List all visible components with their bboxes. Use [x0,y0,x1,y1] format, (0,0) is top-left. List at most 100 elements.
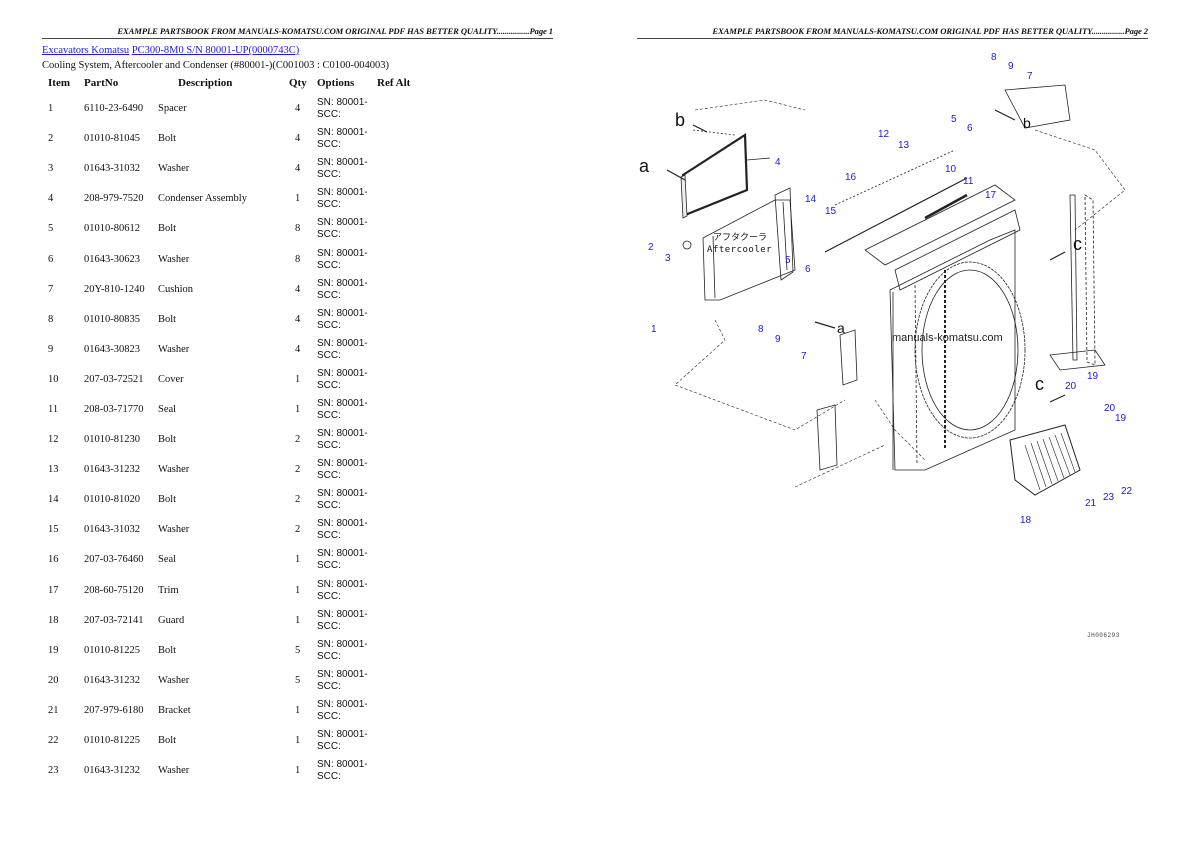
cell-qty: 5 [295,644,301,656]
cell-ref-alt [377,576,427,606]
cell-description: Washer [158,464,190,476]
cell-qty: 5 [295,674,301,686]
options-serial: SN: 80001- [317,638,368,650]
cell-partno: 01643-31232 [84,674,140,686]
options-scc: SCC: [317,771,341,783]
cell-partno: 01010-81225 [84,644,140,656]
cell-partno: 01643-31032 [84,163,140,175]
cell-description: Bolt [158,494,177,506]
cell-qty: 2 [295,524,301,536]
parts-table: Item PartNo Description Qty Options Ref … [42,76,427,786]
cell-item: 20 [48,674,59,686]
condenser-assembly-drawing [680,129,771,219]
options-scc: SCC: [317,560,341,572]
options-serial: SN: 80001- [317,217,368,229]
options-serial: SN: 80001- [317,578,368,590]
cell-item: 1 [48,103,54,115]
cell-item: 15 [48,524,59,536]
options-scc: SCC: [317,139,341,151]
cell-ref-alt [377,606,427,636]
svg-text:22: 22 [1121,486,1133,497]
cell-qty: 1 [295,765,301,777]
cell-options: SN: 80001-SCC: [317,124,377,154]
cell-options: SN: 80001-SCC: [317,545,377,575]
cell-partno: 01643-30823 [84,343,140,355]
cell-partno: 01643-30623 [84,253,140,265]
cell-description: Bolt [158,313,177,325]
options-serial: SN: 80001- [317,97,368,109]
cell-options: SN: 80001-SCC: [317,395,377,425]
options-scc: SCC: [317,710,341,722]
options-serial: SN: 80001- [317,759,368,771]
cell-options: SN: 80001-SCC: [317,576,377,606]
svg-text:20: 20 [1065,381,1077,392]
cell-options: SN: 80001-SCC: [317,606,377,636]
cell-description: Washer [158,163,190,175]
cell-item: 8 [48,313,54,325]
cell-partno: 01643-31232 [84,765,140,777]
cell-options: SN: 80001-SCC: [317,275,377,305]
cell-qty: 2 [295,434,301,446]
cell-description: Cover [158,373,184,385]
svg-text:20: 20 [1104,403,1116,414]
svg-text:2: 2 [648,242,654,253]
svg-text:19: 19 [1115,413,1127,424]
cell-ref-alt [377,335,427,365]
options-serial: SN: 80001- [317,668,368,680]
cell-qty: 4 [295,103,301,115]
cell-partno: 01010-81225 [84,735,140,747]
cell-options: SN: 80001-SCC: [317,244,377,274]
cell-item: 22 [48,735,59,747]
svg-text:9: 9 [775,334,781,345]
cell-qty: 4 [295,283,301,295]
cell-options: SN: 80001-SCC: [317,636,377,666]
column-header-item: Item [48,77,70,89]
cell-description: Bolt [158,133,177,145]
cell-qty: 2 [295,464,301,476]
aftercooler-label-jp: アフタクーラ [713,232,767,243]
cell-partno: 207-03-72141 [84,614,144,626]
column-header-description: Description [178,77,233,89]
cell-item: 16 [48,554,59,566]
page-title: Cooling System, Aftercooler and Condense… [42,60,390,71]
cell-ref-alt [377,636,427,666]
cell-options: SN: 80001-SCC: [317,335,377,365]
breadcrumb-link-excavators[interactable]: Excavators Komatsu [42,45,130,56]
breadcrumb-link-model[interactable]: PC300-8M0 S/N 80001-UP(0000743C) [131,45,300,56]
options-serial: SN: 80001- [317,307,368,319]
svg-text:9: 9 [1008,61,1014,72]
cell-item: 19 [48,644,59,656]
options-serial: SN: 80001- [317,367,368,379]
cell-options: SN: 80001-SCC: [317,154,377,184]
cell-item: 11 [48,403,59,415]
cell-item: 10 [48,373,59,385]
options-scc: SCC: [317,259,341,271]
svg-text:8: 8 [991,52,997,63]
cell-ref-alt [377,666,427,696]
cell-partno: 207-03-72521 [84,373,144,385]
options-scc: SCC: [317,169,341,181]
view-letter-c-ref: c [1035,374,1044,394]
cell-qty: 1 [295,614,301,626]
options-serial: SN: 80001- [317,187,368,199]
options-scc: SCC: [317,319,341,331]
options-scc: SCC: [317,500,341,512]
cell-qty: 1 [295,373,301,385]
cell-item: 2 [48,133,54,145]
options-scc: SCC: [317,530,341,542]
options-serial: SN: 80001- [317,397,368,409]
svg-text:19: 19 [1087,371,1099,382]
cell-partno: 01010-81045 [84,133,140,145]
cell-qty: 4 [295,343,301,355]
cell-partno: 01010-80835 [84,313,140,325]
